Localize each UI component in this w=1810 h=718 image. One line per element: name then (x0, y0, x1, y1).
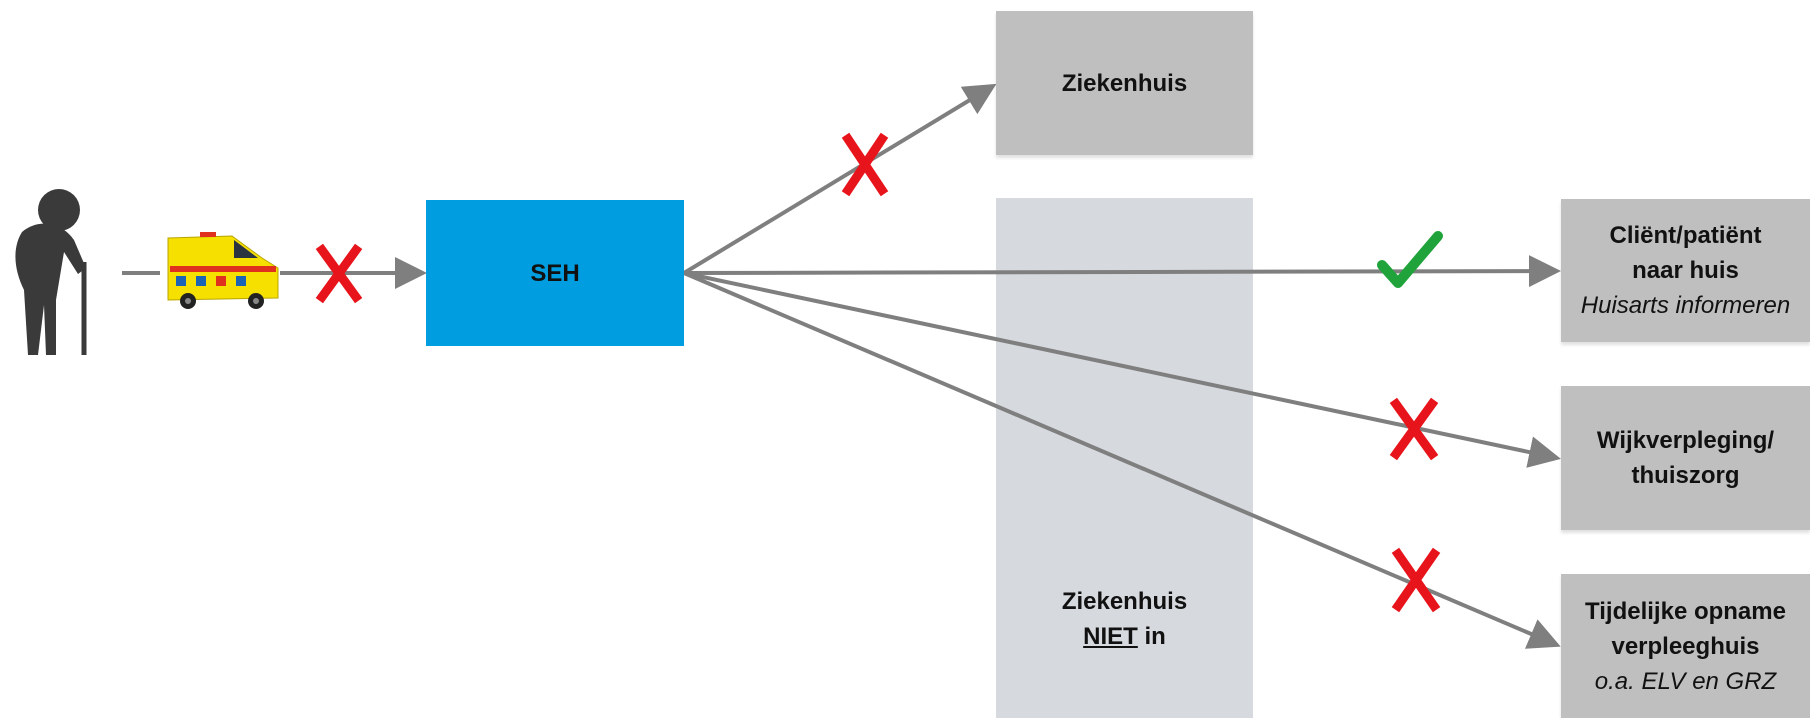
ziekenhuis-niet-word: Ziekenhuis (1061, 588, 1188, 615)
seh-to-wijkverpleging-arrow (683, 271, 1561, 468)
seh-to-naar-huis-arrow (683, 255, 1561, 288)
seh-label: SEH (530, 259, 580, 287)
niet-label: NIET (1083, 623, 1138, 650)
naar-huis-box: Cliënt/patiënt naar huis Huisarts inform… (1561, 199, 1810, 342)
naar-huis-line2: naar huis (1632, 257, 1739, 284)
ziekenhuis-niet-in-band (996, 198, 1253, 718)
ziekenhuis-niet-line2: NIET in (996, 619, 1253, 654)
naar-huis-sub: Huisarts informeren (1580, 292, 1791, 319)
seh-box: SEH (426, 200, 684, 346)
wijkverpleging-line2: thuiszorg (1631, 462, 1740, 489)
in-label: in (1144, 623, 1166, 650)
verpleeghuis-line2: verpleeghuis (1611, 632, 1760, 660)
ziekenhuis-niet-in-label: Ziekenhuis NIET in (996, 584, 1253, 654)
verpleeghuis-line1: Tijdelijke opname (1585, 597, 1786, 625)
wijkverpleging-box: Wijkverpleging/ thuiszorg (1561, 386, 1810, 530)
ziekenhuis-label: Ziekenhuis (1061, 69, 1188, 97)
seh-to-ziekenhuis-arrow (682, 83, 997, 275)
ziekenhuis-box: Ziekenhuis (996, 11, 1253, 155)
verpleeghuis-box: Tijdelijke opname verpleeghuis o.a. ELV … (1561, 574, 1810, 718)
wijkverpleging-line1: Wijkverpleging/ (1596, 427, 1775, 454)
verpleeghuis-sub: o.a. ELV en GRZ (1594, 667, 1777, 695)
naar-huis-line1: Cliënt/patiënt (1609, 222, 1762, 249)
